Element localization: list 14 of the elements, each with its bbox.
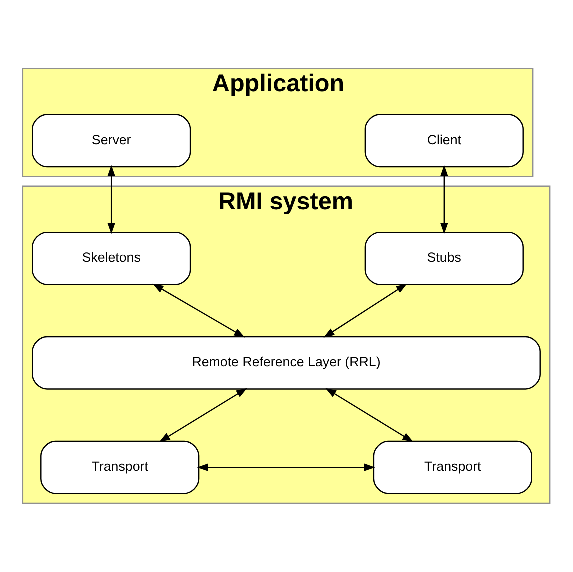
- node-box: Skeletons: [32, 232, 192, 286]
- node-box: Client: [364, 114, 524, 168]
- node-box: Server: [32, 114, 192, 168]
- arrow: [197, 464, 376, 472]
- arrow: [152, 284, 246, 338]
- node-box: Transport: [40, 440, 200, 494]
- arrow: [159, 388, 248, 442]
- node-box: Stubs: [364, 232, 524, 286]
- arrow: [326, 388, 414, 442]
- arrow: [440, 165, 448, 234]
- arrow: [108, 165, 116, 234]
- arrow: [324, 284, 408, 338]
- node-box: Transport: [373, 440, 532, 494]
- node-box: Remote Reference Layer (RRL): [32, 336, 541, 390]
